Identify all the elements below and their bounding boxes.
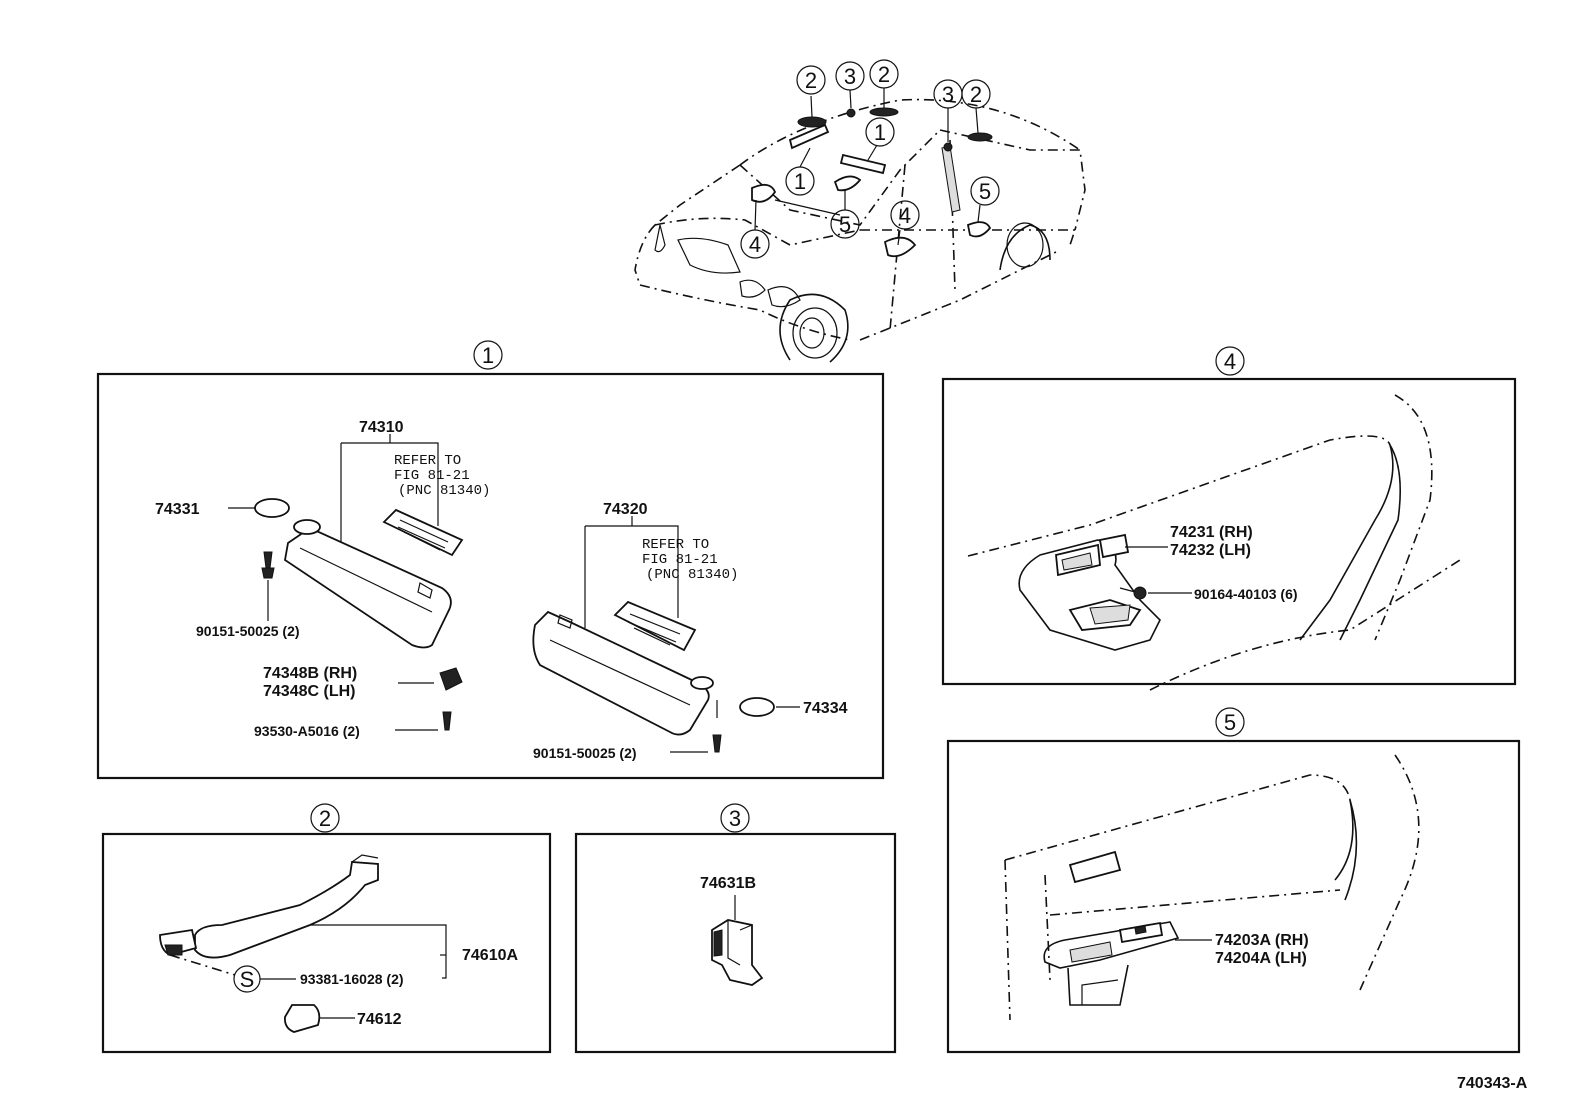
visor-pivot-left bbox=[293, 519, 321, 535]
label-74231: 74231 (RH) bbox=[1170, 524, 1253, 541]
label-93530: 93530-A5016 (2) bbox=[254, 723, 360, 739]
section-4-front-door: 4 74231 (RH) 74232 (LH) 90164-40103 (6) bbox=[941, 346, 1517, 691]
svg-text:3: 3 bbox=[844, 64, 856, 89]
label-74612: 74612 bbox=[357, 1011, 402, 1028]
car-callout-4a: 4 bbox=[890, 200, 920, 230]
car-callout-2b: 2 bbox=[869, 59, 899, 89]
section-2-frame bbox=[101, 832, 552, 1054]
section-1-callout: 1 bbox=[473, 340, 503, 370]
label-74203a: 74203A (RH) bbox=[1215, 932, 1309, 949]
visor-cover-74334 bbox=[739, 697, 775, 717]
section-3-hook: 3 74631B bbox=[574, 803, 897, 1054]
section-4-callout: 4 bbox=[1215, 346, 1245, 376]
car-callout-5b: 5 bbox=[830, 209, 860, 239]
label-74348c: 74348C (LH) bbox=[263, 683, 355, 700]
svg-text:2: 2 bbox=[878, 62, 890, 87]
section-5-frame bbox=[946, 739, 1521, 1054]
svg-text:1: 1 bbox=[482, 343, 494, 368]
car-callout-2c: 2 bbox=[961, 79, 991, 109]
svg-text:4: 4 bbox=[1224, 349, 1236, 374]
label-74610a: 74610A bbox=[462, 947, 518, 964]
section-2-assist-grip: 2 S 74610A 93381-16028 (2) 74612 bbox=[101, 803, 552, 1054]
visor-cover-74331 bbox=[254, 498, 290, 518]
label-90151-left: 90151-50025 (2) bbox=[196, 623, 300, 639]
car-callout-2a: 2 bbox=[796, 65, 826, 95]
svg-text:5: 5 bbox=[1224, 710, 1236, 735]
car-callout-1a: 1 bbox=[865, 117, 895, 147]
label-refer-2a: REFER TO bbox=[642, 537, 709, 553]
svg-text:2: 2 bbox=[970, 82, 982, 107]
svg-text:4: 4 bbox=[749, 232, 761, 257]
label-refer-2c: (PNC 81340) bbox=[646, 567, 738, 583]
assist-grip bbox=[194, 861, 379, 959]
vanity-mirror-left bbox=[382, 508, 464, 557]
car-callout-1b: 1 bbox=[785, 166, 815, 196]
svg-text:5: 5 bbox=[839, 212, 851, 237]
svg-text:2: 2 bbox=[805, 68, 817, 93]
label-74320: 74320 bbox=[603, 501, 648, 518]
power-window-switch-74231 bbox=[1098, 533, 1130, 559]
figure-id: 740343-A bbox=[1457, 1075, 1528, 1092]
car-callout-4b: 4 bbox=[740, 229, 770, 259]
section-3-frame bbox=[574, 832, 897, 1054]
label-refer-1b: FIG 81-21 bbox=[394, 468, 470, 484]
svg-text:1: 1 bbox=[794, 169, 806, 194]
section-3-callout: 3 bbox=[720, 803, 750, 833]
label-refer-1c: (PNC 81340) bbox=[398, 483, 490, 499]
car-callout-5a: 5 bbox=[970, 176, 1000, 206]
visor-holder bbox=[439, 667, 463, 691]
svg-text:3: 3 bbox=[942, 82, 954, 107]
section-2-callout: 2 bbox=[310, 803, 340, 833]
label-74331: 74331 bbox=[155, 501, 200, 518]
svg-text:4: 4 bbox=[899, 203, 911, 228]
label-74631b: 74631B bbox=[700, 875, 756, 892]
car-callout-3b: 3 bbox=[933, 79, 963, 109]
vanity-mirror-right bbox=[613, 600, 697, 652]
label-90164: 90164-40103 (6) bbox=[1194, 586, 1298, 602]
section-5-rear-door: 5 74203A (RH) 74204A (LH) bbox=[946, 707, 1521, 1054]
label-74204a: 74204A (LH) bbox=[1215, 950, 1307, 967]
label-74348b: 74348B (RH) bbox=[263, 665, 357, 682]
rear-switch-base bbox=[1043, 921, 1180, 969]
svg-text:3: 3 bbox=[729, 806, 741, 831]
label-refer-1a: REFER TO bbox=[394, 453, 461, 469]
s-mark: S bbox=[233, 965, 261, 993]
section-1-sun-visor: 1 bbox=[96, 340, 885, 780]
label-74232: 74232 (LH) bbox=[1170, 542, 1251, 559]
svg-text:5: 5 bbox=[979, 179, 991, 204]
svg-text:S: S bbox=[240, 967, 255, 992]
section-4-frame bbox=[941, 377, 1517, 686]
label-refer-2b: FIG 81-21 bbox=[642, 552, 718, 568]
label-93381: 93381-16028 (2) bbox=[300, 971, 404, 987]
car-overview: 2 3 2 3 2 1 1 5 5 4 4 bbox=[634, 59, 1086, 363]
label-74334: 74334 bbox=[803, 700, 848, 717]
section-1-frame bbox=[96, 372, 885, 780]
label-74310: 74310 bbox=[359, 419, 404, 436]
label-90151-right: 90151-50025 (2) bbox=[533, 745, 637, 761]
svg-text:1: 1 bbox=[874, 120, 886, 145]
car-callout-3a: 3 bbox=[835, 61, 865, 91]
coat-hook-74631b bbox=[711, 919, 764, 986]
sun-visor-left bbox=[284, 526, 452, 649]
section-5-callout: 5 bbox=[1215, 707, 1245, 737]
grip-cover-74612 bbox=[284, 1004, 321, 1033]
svg-text:2: 2 bbox=[319, 806, 331, 831]
